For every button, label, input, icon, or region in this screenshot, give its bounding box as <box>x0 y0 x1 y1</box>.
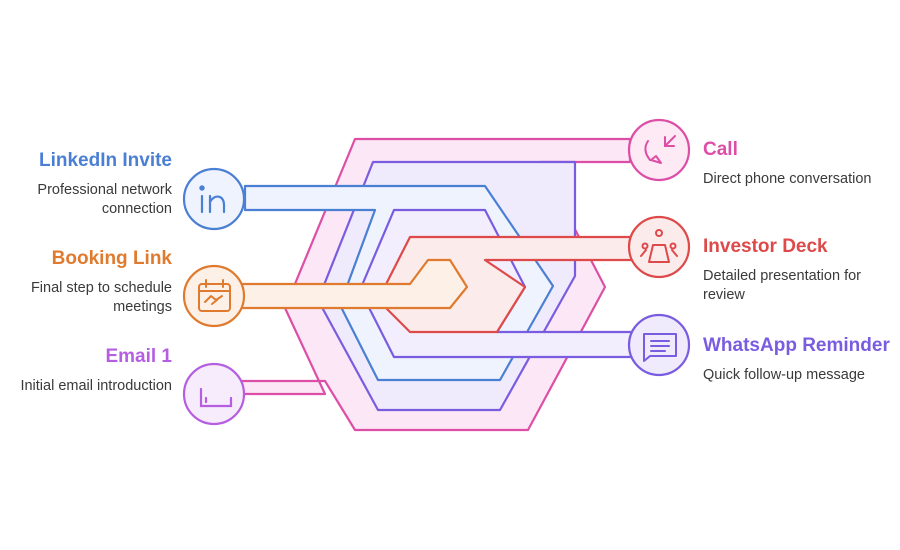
investor-title: Investor Deck <box>703 236 828 257</box>
booking-desc: Final step to schedule meetings <box>30 280 172 315</box>
email-desc: Initial email introduction <box>20 378 172 394</box>
investor-desc: Detailed presentation for review <box>703 268 861 303</box>
investor-node <box>627 215 691 279</box>
call-desc: Direct phone conversation <box>703 171 872 187</box>
call-node <box>627 118 691 182</box>
call-label: Call Direct phone conversation <box>703 139 898 189</box>
calendar-handshake-icon <box>198 279 231 312</box>
phone-icon <box>644 135 676 164</box>
call-title: Call <box>703 139 738 160</box>
chat-message-icon <box>643 333 677 362</box>
whatsapp-title: WhatsApp Reminder <box>703 335 890 356</box>
linkedin-desc: Professional network connection <box>37 182 172 217</box>
email-label: Email 1 Initial email introduction <box>0 346 172 396</box>
investor-label: Investor Deck Detailed presentation for … <box>703 236 898 305</box>
booking-label: Booking Link Final step to schedule meet… <box>0 248 172 317</box>
linkedin-node <box>182 167 246 231</box>
email-node <box>182 362 246 426</box>
envelope-icon <box>199 387 233 408</box>
whatsapp-desc: Quick follow-up message <box>703 367 865 383</box>
whatsapp-node <box>627 313 691 377</box>
booking-node <box>182 264 246 328</box>
booking-title: Booking Link <box>51 248 172 269</box>
email-title: Email 1 <box>105 346 172 367</box>
linkedin-title: LinkedIn Invite <box>38 150 172 171</box>
linkedin-icon <box>199 185 226 214</box>
linkedin-label: LinkedIn Invite Professional network con… <box>0 150 172 219</box>
whatsapp-label: WhatsApp Reminder Quick follow-up messag… <box>703 335 898 385</box>
presentation-icon <box>640 229 678 263</box>
booking-path <box>238 258 469 310</box>
